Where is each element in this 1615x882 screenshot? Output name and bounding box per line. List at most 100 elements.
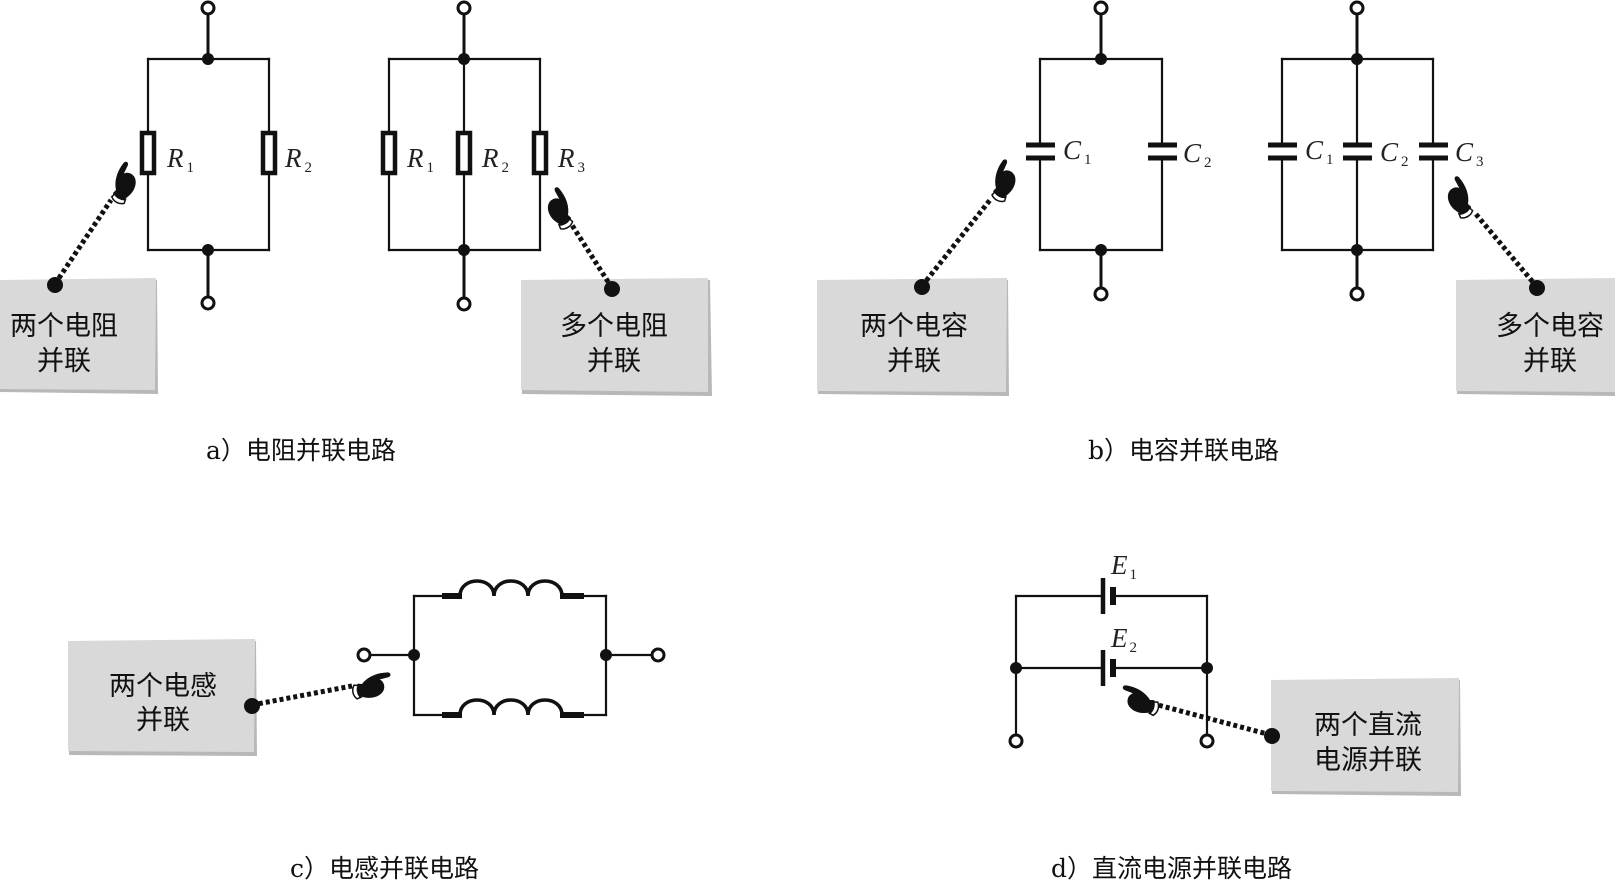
note-card [0,278,156,390]
pin-dot [47,277,63,293]
junction-dot [1010,662,1022,674]
callout-two-resistors: 两个电阻 并联 [0,159,158,394]
terminal[interactable] [1349,286,1365,302]
capacitor-c2[interactable] [1148,142,1177,161]
note-line-1: 多个电容 [1496,311,1604,342]
caption-d: d）直流电源并联电路 [1051,854,1292,882]
dc-source-e2[interactable] [1100,650,1116,686]
junction-dot [1095,53,1107,65]
note-line-2: 并联 [587,346,641,377]
terminal[interactable] [456,0,472,16]
pin-dot [1529,280,1545,296]
terminal[interactable] [1349,0,1365,16]
terminal[interactable] [1093,0,1109,16]
callout-two-inductors: 两个电感 并联 [68,639,395,756]
capacitor-c2[interactable] [1343,142,1372,161]
terminal[interactable] [1199,733,1215,749]
junction-dot [1201,662,1213,674]
note-card [521,278,708,392]
junction-dot [1351,53,1363,65]
capacitor-c3[interactable] [1419,142,1448,161]
note-line-1: 两个电感 [109,671,217,702]
note-card [817,278,1007,392]
note-line-2: 并联 [136,705,190,736]
callout-multiple-capacitors: 多个电容 并联 [1438,174,1615,396]
resistor-r3[interactable] [531,130,549,176]
junction-dot [202,53,214,65]
callout-two-capacitors: 两个电容 并联 [817,157,1025,396]
note-line-1: 两个直流 [1314,710,1422,741]
dotted-leader [52,198,114,286]
terminal[interactable] [1008,733,1024,749]
resistor-r1[interactable] [380,130,398,176]
circuit-two-inductors [356,579,666,718]
dotted-leader [1157,702,1272,738]
pointing-hand-icon [1438,174,1482,222]
capacitor-c1[interactable] [1026,142,1055,161]
resistor-r2[interactable] [260,130,278,176]
junction-dot [458,244,470,256]
note-card [68,639,255,752]
note-line-1: 两个电阻 [10,311,118,342]
dotted-leader [1473,211,1539,289]
note-line-2: 并联 [887,346,941,377]
note-card [1271,678,1459,792]
junction-dot [202,244,214,256]
resistor-r1[interactable] [139,130,157,176]
terminal[interactable] [1093,286,1109,302]
caption-a: a）电阻并联电路 [206,436,396,465]
capacitor-c1[interactable] [1268,142,1297,161]
junction-dot [458,53,470,65]
terminal[interactable] [456,296,472,312]
note-line-1: 两个电容 [860,311,968,342]
pointing-hand-icon [983,157,1025,206]
panel-c: 两个电感 并联 c）电感并联电路 [68,579,666,882]
pin-dot [604,281,620,297]
junction-dot [1351,244,1363,256]
resistor-r2[interactable] [455,130,473,176]
inductor-bottom[interactable] [458,698,564,716]
pin-dot [914,279,930,295]
note-card [1456,278,1615,392]
caption-c: c）电感并联电路 [290,854,479,882]
note-line-2: 电源并联 [1314,745,1422,776]
inductor-top[interactable] [458,579,564,597]
terminal[interactable] [356,647,372,663]
junction-dot [600,649,612,661]
callout-two-dc-sources: 两个直流 电源并联 [1116,678,1461,796]
dotted-leader [920,198,992,288]
dotted-leader [567,220,615,290]
terminal[interactable] [200,295,216,311]
note-line-1: 多个电阻 [560,311,668,342]
dc-source-e1[interactable] [1100,578,1116,614]
pointing-hand-icon [350,671,395,701]
terminal[interactable] [650,647,666,663]
pointing-hand-icon [1116,683,1163,718]
terminal[interactable] [200,0,216,16]
junction-dot [408,649,420,661]
caption-b: b）电容并联电路 [1088,436,1279,465]
callout-multiple-resistors: 多个电阻 并联 [521,185,712,396]
pin-dot [244,698,260,714]
junction-dot [1095,244,1107,256]
